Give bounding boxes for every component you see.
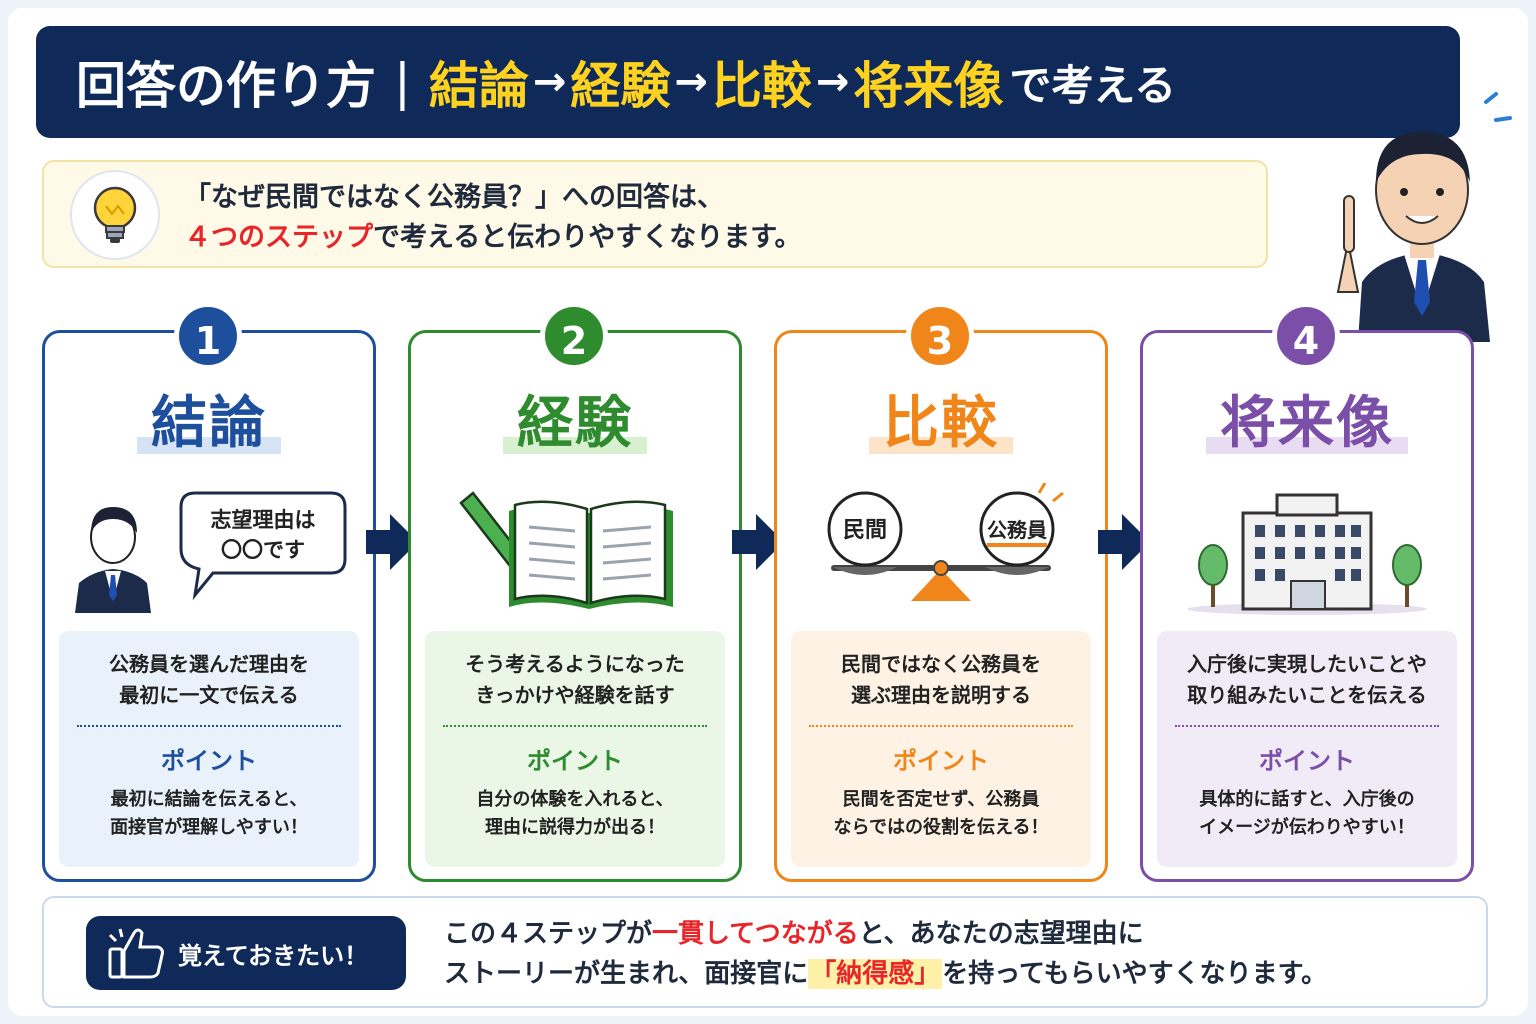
point-line-2: ならではの役割を伝える！ (833, 817, 1049, 838)
dotted-divider (443, 725, 707, 727)
card-title: 経験 (503, 394, 647, 454)
remember-badge: 覚えておきたい！ (86, 916, 406, 990)
building-icon (1187, 493, 1427, 615)
card-info-box: そう考えるようになった きっかけや経験を話す ポイント 自分の体験を入れると、 … (425, 631, 725, 867)
point-line-2: 理由に説得力が出る！ (485, 817, 665, 838)
point-text: 具体的に話すと、入庁後の イメージが伝わりやすい！ (1157, 786, 1457, 842)
header-title: 回答の作り方 (76, 57, 376, 115)
summary-line-2-b: を持ってもらいやすくなります。 (942, 959, 1328, 989)
book-pencil-illustration (459, 491, 673, 609)
intro-line-2-rest: で考えると伝わりやすくなります。 (373, 222, 802, 253)
summary-line-1-a: この４ステップが (444, 919, 653, 949)
point-label: ポイント (161, 747, 257, 775)
summary-emphasis: 一貫してつながる (652, 919, 859, 949)
header-arrow: → (674, 59, 708, 105)
point-label: ポイント (893, 747, 989, 775)
desc-line-1: そう考えるようになった (465, 652, 685, 676)
businessman-speech-illustration: 志望理由は 〇〇です (75, 491, 347, 613)
step-card-conclusion: 結論 志望理由は 〇〇です 公務員を選んだ理由を 最初に一文で伝える ポイント (42, 330, 376, 882)
header-separator: | (394, 53, 411, 111)
dotted-divider (1175, 725, 1439, 727)
arrow-right-icon (1098, 514, 1150, 570)
step-number-2: 2 (540, 302, 608, 370)
card-info-box: 入庁後に実現したいことや 取り組みたいことを伝える ポイント 具体的に話すと、入… (1157, 631, 1457, 867)
businessman-icon (1318, 92, 1528, 352)
speech-bubble-icon: 志望理由は 〇〇です (179, 491, 347, 601)
card-description: 公務員を選んだ理由を 最初に一文で伝える (59, 649, 359, 711)
point-text: 自分の体験を入れると、 理由に説得力が出る！ (425, 786, 725, 842)
businessman-icon (75, 507, 151, 613)
scale-right-label: 公務員 (987, 518, 1047, 542)
card-title: 将来像 (1206, 394, 1408, 454)
header-arrow: → (532, 59, 567, 105)
summary-line-2-a: ストーリーが生まれ、面接官に (444, 959, 809, 989)
thumbs-up-icon (108, 928, 164, 979)
arrow-right-icon (366, 514, 418, 570)
intro-text: 「なぜ民間ではなく公務員？」への回答は、 ４つのステップで考えると伝わりやすくな… (184, 178, 802, 258)
point-label: ポイント (527, 747, 623, 775)
point-text: 最初に結論を伝えると、 面接官が理解しやすい！ (59, 786, 359, 842)
header-suffix: で考える (1009, 60, 1177, 110)
card-title: 結論 (137, 394, 281, 454)
header-step-3: 比較 (711, 57, 812, 115)
card-title: 比較 (869, 394, 1013, 454)
infographic-page: 回答の作り方 | 結論 → 経験 → 比較 → 将来像 で考える 「なぜ民間では… (8, 8, 1528, 1016)
card-description: そう考えるようになった きっかけや経験を話す (425, 649, 725, 711)
bubble-line-1: 志望理由は (211, 508, 316, 532)
point-line-1: 最初に結論を伝えると、 (110, 789, 308, 810)
lightbulb-icon (70, 170, 160, 260)
step-card-future: 将来像 入庁後に実現したいことや 取り組みたいこ (1140, 330, 1474, 882)
tree-icon (1198, 544, 1228, 607)
badge-label: 覚えておきたい！ (178, 941, 369, 970)
summary-line-2: ストーリーが生まれ、面接官に「納得感」を持ってもらいやすくなります。 (444, 954, 1327, 994)
summary-box: 覚えておきたい！ この４ステップが一貫してつながると、あなたの志望理由に ストー… (42, 896, 1488, 1008)
summary-highlight: 「納得感」 (808, 959, 943, 989)
point-line-1: 民間を否定せず、公務員 (842, 789, 1040, 810)
desc-line-1: 民間ではなく公務員を (841, 652, 1041, 676)
point-line-2: 面接官が理解しやすい！ (110, 817, 308, 838)
card-description: 民間ではなく公務員を 選ぶ理由を説明する (791, 649, 1091, 711)
point-text: 民間を否定せず、公務員 ならではの役割を伝える！ (791, 786, 1091, 842)
header-banner: 回答の作り方 | 結論 → 経験 → 比較 → 将来像 で考える (36, 26, 1460, 138)
bubble-line-2: 〇〇です (221, 538, 305, 562)
open-book-icon (509, 500, 673, 609)
desc-line-2: 最初に一文で伝える (119, 683, 299, 707)
header-step-4: 将来像 (853, 57, 1004, 115)
point-line-1: 自分の体験を入れると、 (476, 789, 674, 810)
header-arrow: → (815, 59, 850, 105)
intro-line-2: ４つのステップで考えると伝わりやすくなります。 (184, 218, 802, 258)
card-info-box: 民間ではなく公務員を 選ぶ理由を説明する ポイント 民間を否定せず、公務員 なら… (791, 631, 1091, 867)
step-number-3: 3 (906, 302, 974, 370)
point-line-2: イメージが伝わりやすい！ (1199, 817, 1415, 838)
desc-line-1: 公務員を選んだ理由を (109, 652, 309, 676)
dotted-divider (809, 725, 1073, 727)
step-card-experience: 経験 そう考えるようになった きっかけや経験 (408, 330, 742, 882)
desc-line-2: 選ぶ理由を説明する (851, 683, 1031, 707)
point-label: ポイント (1259, 747, 1355, 775)
header-step-2: 経験 (570, 57, 671, 115)
summary-text: この４ステップが一貫してつながると、あなたの志望理由に ストーリーが生まれ、面接… (444, 914, 1327, 994)
desc-line-2: 取り組みたいことを伝える (1187, 683, 1427, 707)
step-number-1: 1 (174, 302, 242, 370)
summary-line-1-b: と、あなたの志望理由に (858, 919, 1144, 949)
balance-scale-icon: 民間 公務員 (827, 483, 1064, 601)
scale-left-label: 民間 (843, 518, 887, 543)
arrow-right-icon (732, 514, 784, 570)
desc-line-1: 入庁後に実現したいことや (1187, 652, 1427, 676)
tree-icon (1392, 544, 1422, 607)
point-line-1: 具体的に話すと、入庁後の (1199, 789, 1415, 810)
step-number-4: 4 (1272, 302, 1340, 370)
card-info-box: 公務員を選んだ理由を 最初に一文で伝える ポイント 最初に結論を伝えると、 面接… (59, 631, 359, 867)
summary-line-1: この４ステップが一貫してつながると、あなたの志望理由に (444, 914, 1327, 954)
intro-line-1: 「なぜ民間ではなく公務員？」への回答は、 (184, 182, 724, 213)
intro-box: 「なぜ民間ではなく公務員？」への回答は、 ４つのステップで考えると伝わりやすくな… (42, 160, 1268, 268)
dotted-divider (77, 725, 341, 727)
card-description: 入庁後に実現したいことや 取り組みたいことを伝える (1157, 649, 1457, 711)
intro-highlight: ４つのステップ (184, 222, 373, 253)
header-step-1: 結論 (428, 57, 529, 115)
step-card-comparison: 比較 民間 公務員 民間ではなく公務員を 選ぶ理由を説明する ポイント 民間を否 (774, 330, 1108, 882)
desc-line-2: きっかけや経験を話す (475, 683, 675, 707)
